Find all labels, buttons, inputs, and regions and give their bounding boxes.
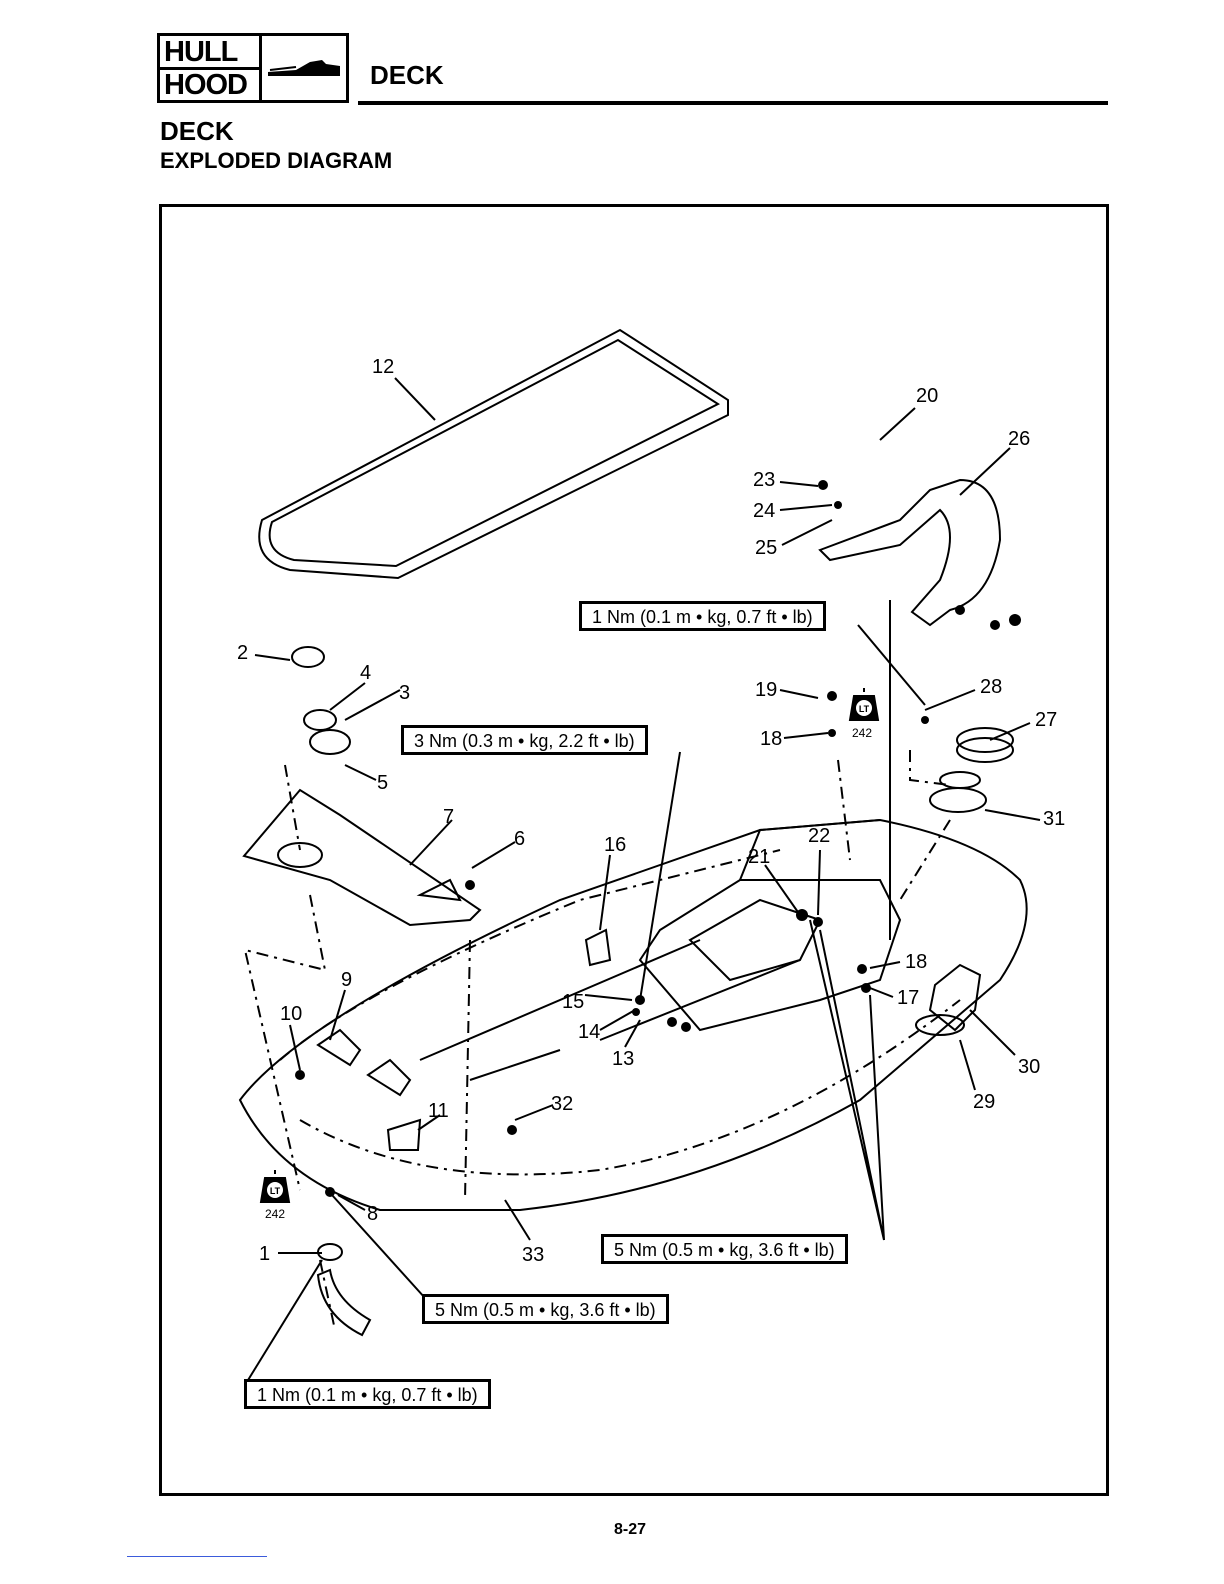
callout-31: 31 xyxy=(1043,808,1066,830)
callout-21: 21 xyxy=(748,846,771,868)
watercraft-icon xyxy=(268,60,340,76)
footer-rule xyxy=(127,1556,267,1557)
page-title: DECK xyxy=(160,116,234,146)
callout-11: 11 xyxy=(428,1100,449,1122)
callout-8: 8 xyxy=(367,1203,379,1225)
callout-5: 5 xyxy=(377,772,389,794)
hull-hood-logo: HULL HOOD xyxy=(157,33,349,103)
section-title: DECK xyxy=(370,60,444,90)
hinge xyxy=(316,1028,362,1067)
svg-text:LT: LT xyxy=(270,1186,281,1196)
svg-text:LT: LT xyxy=(859,704,870,714)
callout-26: 26 xyxy=(1008,428,1031,450)
logo-hull-text: HULL xyxy=(164,36,238,68)
callout-9: 9 xyxy=(341,969,353,991)
drain-plug-cap xyxy=(956,727,1014,753)
diagram-frame xyxy=(159,204,1109,1496)
callout-18: 18 xyxy=(760,728,783,750)
drain-plug-flange xyxy=(929,787,987,813)
callout-2: 2 xyxy=(237,642,249,664)
callout-23: 23 xyxy=(753,469,776,491)
callout-15: 15 xyxy=(562,991,585,1013)
callout-3: 3 xyxy=(399,682,411,704)
loctite-icon: LT xyxy=(848,688,880,721)
page-number: 8-27 xyxy=(614,1521,647,1538)
callout-12: 12 xyxy=(372,356,395,378)
logo-hood-text: HOOD xyxy=(164,69,248,101)
callout-13: 13 xyxy=(612,1048,635,1070)
callout-32: 32 xyxy=(551,1093,574,1115)
header-rule xyxy=(358,101,1108,105)
torque-spec-box: 5 Nm (0.5 m • kg, 3.6 ft • lb) xyxy=(601,1234,848,1264)
callout-1: 1 xyxy=(259,1243,271,1265)
front-cover xyxy=(242,788,482,927)
callout-33: 33 xyxy=(522,1244,545,1266)
loctite-number: 242 xyxy=(852,726,873,740)
loctite-number: 242 xyxy=(265,1207,286,1221)
seal-ring xyxy=(258,328,729,580)
callout-25: 25 xyxy=(755,537,778,559)
callout-7: 7 xyxy=(443,806,455,828)
callout-18: 18 xyxy=(905,951,928,973)
grab-handle xyxy=(818,478,1002,627)
logo-divider xyxy=(160,67,262,70)
callout-17: 17 xyxy=(897,987,920,1009)
callout-14: 14 xyxy=(578,1021,601,1043)
fastener xyxy=(818,480,828,490)
hose xyxy=(316,1268,372,1337)
callout-24: 24 xyxy=(753,500,776,522)
callout-27: 27 xyxy=(1035,709,1058,731)
torque-spec-box: 1 Nm (0.1 m • kg, 0.7 ft • lb) xyxy=(244,1379,491,1409)
callout-28: 28 xyxy=(980,676,1003,698)
torque-spec-box: 3 Nm (0.3 m • kg, 2.2 ft • lb) xyxy=(401,725,648,755)
latch xyxy=(584,928,612,967)
callout-6: 6 xyxy=(514,828,526,850)
torque-spec-box: 5 Nm (0.5 m • kg, 3.6 ft • lb) xyxy=(422,1294,669,1324)
page-subtitle: EXPLODED DIAGRAM xyxy=(160,148,393,173)
torque-spec-box: 1 Nm (0.1 m • kg, 0.7 ft • lb) xyxy=(579,601,826,631)
drain-spout xyxy=(928,963,982,1032)
deck-hull-outline xyxy=(238,818,1028,1211)
filler-cap xyxy=(291,646,325,668)
loctite-icon: LT xyxy=(259,1170,291,1203)
callout-19: 19 xyxy=(755,679,778,701)
callout-22: 22 xyxy=(808,825,831,847)
callout-16: 16 xyxy=(604,834,627,856)
callout-20: 20 xyxy=(916,385,939,407)
callout-30: 30 xyxy=(1018,1056,1041,1078)
callout-10: 10 xyxy=(280,1003,303,1025)
callout-29: 29 xyxy=(973,1091,996,1113)
callout-4: 4 xyxy=(360,662,372,684)
